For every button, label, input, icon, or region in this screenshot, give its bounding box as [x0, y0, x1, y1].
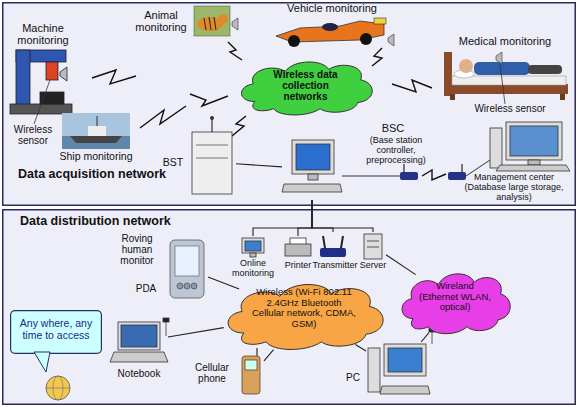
network-band: Data distribution networkRoving human mo… [2, 209, 576, 405]
device-node: Medical monitoring [438, 34, 573, 100]
device-node: Notebook [110, 320, 168, 364]
callout-box: Any where, any time to access [10, 310, 102, 354]
node-label: Wireless data collection networks [268, 69, 343, 103]
node-label: PDA [130, 283, 162, 294]
device-node: Transmitter [318, 232, 348, 258]
node-label: (Base station controller, preprocessing) [352, 135, 440, 165]
node-label: Any where, any time to access [14, 318, 98, 342]
node-label: Medical monitoring [445, 35, 565, 47]
node-label: Online monitoring [228, 258, 278, 278]
node-label: BST [160, 157, 186, 169]
node-label: Machine monitoring [8, 22, 78, 47]
device-node: Vehicle monitoring [272, 1, 390, 47]
node-label: Management center (Database large storag… [454, 172, 574, 202]
device-node: Cellular phone [238, 354, 264, 398]
device-node: PC [366, 342, 430, 398]
node-label: BSC [378, 122, 408, 134]
node-label: Roving human monitor [110, 233, 164, 267]
band-heading: Data acquisition network [18, 167, 248, 181]
device-node: Ship monitoring [60, 112, 132, 164]
node-label: Notebook [110, 368, 168, 379]
device-node: Roving human monitorPDA [166, 236, 208, 302]
network-cloud: Wireless (Wi-Fi 802.11 2.4GHz Bluetooth … [218, 276, 390, 352]
device-node: BSC(Base station controller, preprocessi… [282, 138, 342, 200]
device-node: Printer [283, 236, 313, 258]
node-label: Vehicle monitoring [282, 2, 382, 14]
device-node: Server [360, 232, 386, 260]
device-node: Machine monitoring [5, 18, 85, 114]
device-node: Management center (Database large storag… [488, 120, 572, 172]
node-label: Cellular phone [188, 362, 236, 384]
node-label: Animal monitoring [130, 9, 192, 34]
band-heading: Data distribution network [20, 214, 250, 228]
device-node: Online monitoring [238, 236, 268, 258]
cloud-outline [228, 285, 383, 350]
device-node: BST [188, 128, 236, 196]
device-node: Animal monitoring [130, 6, 232, 38]
cloud-outline [242, 62, 373, 115]
cloud-outline [402, 274, 510, 334]
node-label: Printer [278, 260, 318, 270]
part-label: Wireless sensor [8, 124, 58, 146]
node-label: Server [355, 260, 391, 270]
node-label: Wireless (Wi-Fi 802.11 2.4GHz Bluetooth … [250, 287, 358, 330]
part-label: Wireless sensor [470, 103, 550, 114]
node-label: Wireland (Ethernet WLAN, optical) [416, 281, 494, 313]
node-label: Ship monitoring [50, 151, 142, 163]
node-label: PC [342, 372, 364, 383]
network-cloud: Wireless data collection networks [233, 55, 378, 117]
node-label: Transmitter [310, 260, 360, 270]
network-cloud: Wireland (Ethernet WLAN, optical) [395, 266, 515, 336]
